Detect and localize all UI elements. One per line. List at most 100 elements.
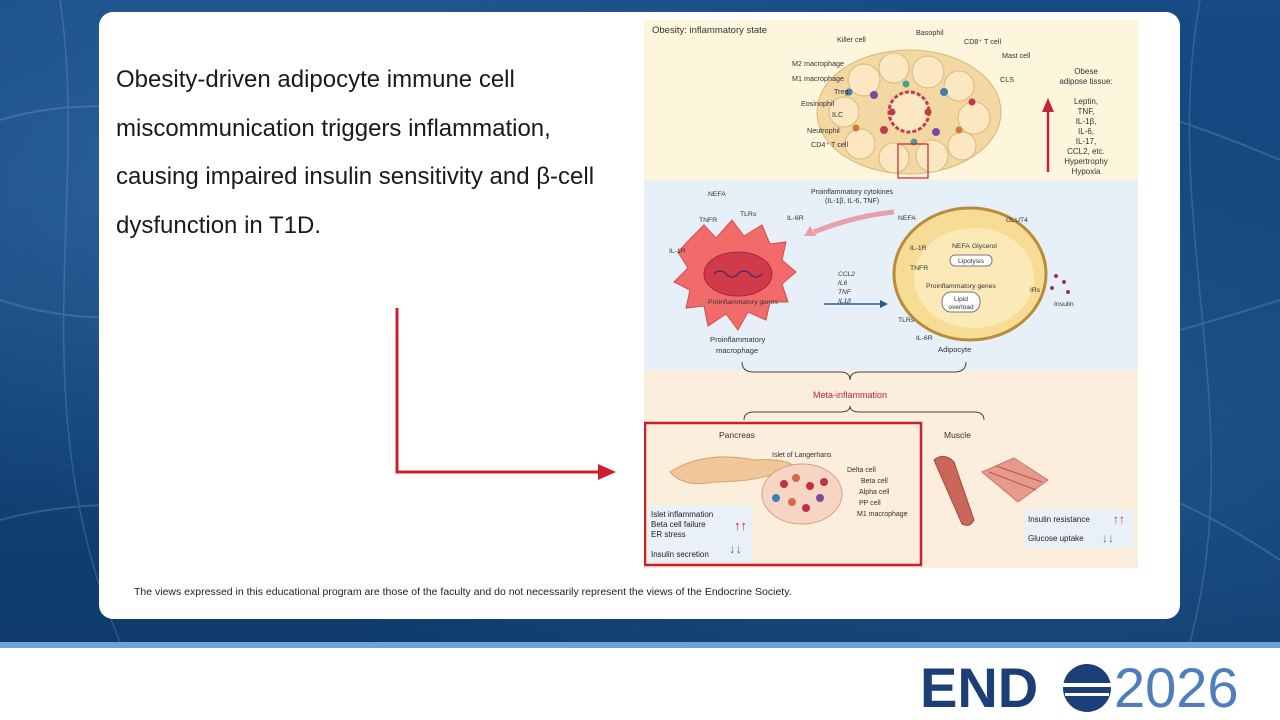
label-eosinophil: Eosinophil bbox=[801, 99, 835, 108]
label-beta-cell: Beta cell bbox=[861, 478, 888, 485]
label-glut4: GLUT4 bbox=[1006, 217, 1028, 224]
islet-of-langerhans bbox=[761, 463, 843, 525]
cytokine-arrow bbox=[813, 209, 895, 235]
label-islet: Islet of Langerhans bbox=[772, 452, 832, 459]
logo-text-year: 2026 bbox=[1114, 656, 1239, 717]
left-cell-labels: Killer cell M2 macrophage M1 macrophage … bbox=[792, 35, 866, 149]
label-overload: overload bbox=[948, 304, 974, 311]
bracket-top bbox=[741, 361, 967, 381]
marker-tnf: TNF, bbox=[1078, 107, 1095, 116]
logo-text-end: END bbox=[920, 656, 1038, 717]
label-tnfr-left: TNFR bbox=[699, 217, 717, 224]
label-irs: IRs bbox=[1030, 287, 1041, 294]
label-m1-macrophage-islet: M1 macrophage bbox=[857, 511, 908, 518]
marker-hypertrophy: Hypertrophy bbox=[1064, 157, 1108, 166]
marker-il17: IL-17, bbox=[1076, 137, 1096, 146]
label-proinflammatory-genes-right: Proinflammatory genes bbox=[926, 283, 996, 290]
lipid-overload-pill bbox=[941, 291, 981, 313]
label-macrophage-2: macrophage bbox=[716, 346, 758, 355]
tissue-title-adipose: adipose tissue: bbox=[1059, 77, 1112, 86]
label-tlrs-top: TLRs bbox=[740, 211, 757, 218]
gene-ccl2: CCL2 bbox=[838, 271, 855, 278]
effect-er-stress: ER stress bbox=[651, 530, 686, 539]
label-cls: CLS bbox=[1000, 75, 1014, 84]
label-lipid: Lipid bbox=[954, 296, 968, 303]
adipose-tissue-cluster bbox=[816, 49, 1002, 179]
double-down-arrow-icon: ↓↓ bbox=[729, 541, 742, 556]
tissue-title-obese: Obese bbox=[1074, 67, 1098, 76]
disclaimer-text: The views expressed in this educational … bbox=[134, 586, 792, 598]
label-m2-macrophage: M2 macrophage bbox=[792, 59, 844, 68]
gene-list: CCL2 IL6 TNF IL1β bbox=[838, 271, 855, 305]
adipocyte-labels: NEFA GLUT4 IL-1R NEFA Glycerol TNFR Proi… bbox=[898, 215, 1074, 354]
pancreas-effects-box bbox=[648, 506, 752, 562]
effect-glucose-uptake: Glucose uptake bbox=[1028, 534, 1084, 543]
label-pancreas: Pancreas bbox=[719, 430, 755, 440]
label-il1r-left: IL-1R bbox=[669, 248, 686, 255]
macrophage-labels: NEFA TLRs TNFR IL-6R IL-1R Proinflammato… bbox=[669, 191, 804, 355]
lipolysis-pill bbox=[949, 254, 993, 267]
endo-2026-logo: END 2026 bbox=[920, 656, 1239, 717]
label-muscle: Muscle bbox=[944, 430, 971, 440]
label-alpha-cell: Alpha cell bbox=[859, 489, 890, 496]
label-il6r-left: IL-6R bbox=[787, 215, 804, 222]
effect-insulin-resistance: Insulin resistance bbox=[1028, 515, 1090, 524]
gene-il1b: IL1β bbox=[838, 298, 851, 305]
label-nefa-inner: NEFA bbox=[952, 243, 970, 250]
marker-il6: IL-6, bbox=[1078, 127, 1094, 136]
label-cd4-t-cell: CD4⁺ T cell bbox=[811, 140, 848, 149]
bracket-bottom bbox=[743, 405, 985, 421]
muscle-effects: Insulin resistance Glucose uptake bbox=[1028, 515, 1090, 543]
effect-islet-inflammation: Islet inflammation bbox=[651, 510, 713, 519]
adipocyte bbox=[892, 206, 1048, 342]
gene-arrowhead bbox=[880, 300, 888, 308]
marker-leptin: Leptin, bbox=[1074, 97, 1098, 106]
label-killer-cell: Killer cell bbox=[837, 35, 866, 44]
label-cytokines-2: (IL-1β, IL-6, TNF) bbox=[825, 198, 879, 205]
label-tnfr-right: TNFR bbox=[910, 265, 928, 272]
muscle-double-up-arrow-icon: ↑↑ bbox=[1113, 512, 1125, 526]
label-glycerol: Glycerol bbox=[972, 243, 997, 250]
insulin-dots bbox=[1050, 274, 1070, 294]
meta-inflammation-diagram: Obesity: inflammatory state Killer cell … bbox=[644, 20, 1138, 568]
label-pp-cell: PP cell bbox=[859, 500, 881, 507]
muscle-effects-box bbox=[1024, 510, 1134, 548]
proinflammatory-macrophage bbox=[673, 219, 797, 331]
marker-il1b: IL-1β, bbox=[1076, 117, 1097, 126]
label-lipolysis: Lipolysis bbox=[958, 258, 985, 265]
label-m1-macrophage: M1 macrophage bbox=[792, 74, 844, 83]
label-cd8-t-cell: CD8⁺ T cell bbox=[964, 37, 1001, 46]
label-proinflammatory-genes-left: Proinflammatory genes bbox=[708, 299, 778, 306]
top-cell-labels: Basophil CD8⁺ T cell Mast cell CLS bbox=[916, 28, 1031, 84]
slide-headline: Obesity-driven adipocyte immune cell mis… bbox=[116, 66, 595, 239]
label-ilc: ILC bbox=[832, 110, 843, 119]
islet-cell-labels: Delta cell Beta cell Alpha cell PP cell … bbox=[847, 467, 908, 518]
label-macrophage-1: Proinflammatory bbox=[710, 335, 765, 344]
label-basophil: Basophil bbox=[916, 28, 944, 37]
obese-tissue-markers: Obese adipose tissue: Leptin, TNF, IL-1β… bbox=[1059, 67, 1112, 176]
red-connector-arrow bbox=[395, 308, 616, 480]
label-mast-cell: Mast cell bbox=[1002, 51, 1031, 60]
label-treg: Treg bbox=[834, 87, 849, 96]
label-tlrs-bottom: TLRs bbox=[898, 317, 915, 324]
label-cytokines-1: Proinflammatory cytokines bbox=[811, 189, 894, 196]
gene-tnf: TNF bbox=[838, 289, 852, 296]
globe-icon bbox=[1063, 664, 1111, 712]
effect-beta-cell-failure: Beta cell failure bbox=[651, 520, 706, 529]
pancreas-highlight-box bbox=[644, 421, 923, 567]
cytokines-title: Proinflammatory cytokines (IL-1β, IL-6, … bbox=[811, 189, 894, 205]
effect-insulin-secretion: Insulin secretion bbox=[651, 550, 709, 559]
muscle-double-down-arrow-icon: ↓↓ bbox=[1102, 531, 1114, 545]
label-il6r-bottom: IL-6R bbox=[916, 335, 933, 342]
label-nefa-right: NEFA bbox=[898, 215, 916, 222]
label-neutrophil: Neutrophil bbox=[807, 126, 840, 135]
double-up-arrow-icon: ↑↑ bbox=[734, 518, 747, 533]
label-meta-inflammation: Meta-inflammation bbox=[813, 390, 887, 400]
pancreas-effects: Islet inflammation Beta cell failure ER … bbox=[651, 510, 713, 559]
cytokine-arrowhead bbox=[804, 226, 816, 236]
label-il1r-right: IL-1R bbox=[910, 245, 927, 252]
footer-accent-stripe bbox=[0, 642, 1280, 648]
marker-ccl2: CCL2, etc. bbox=[1067, 147, 1105, 156]
label-adipocyte: Adipocyte bbox=[938, 345, 971, 354]
marker-hypoxia: Hypoxia bbox=[1072, 167, 1101, 176]
